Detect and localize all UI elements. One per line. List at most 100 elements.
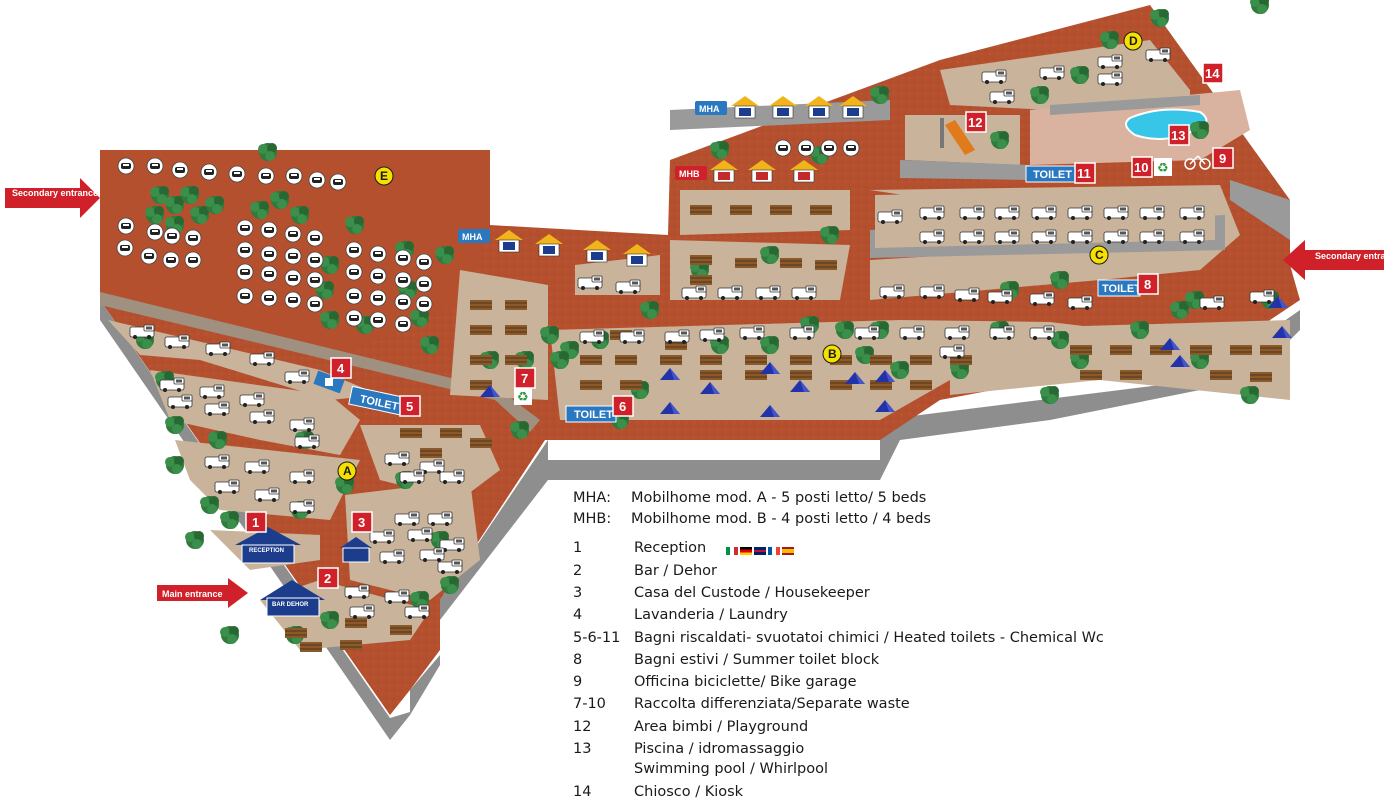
camper-icon bbox=[249, 351, 275, 367]
car-icon bbox=[285, 167, 303, 185]
legend-desc: Reception bbox=[634, 540, 707, 556]
camper-icon bbox=[615, 279, 641, 295]
camper-icon bbox=[254, 487, 280, 503]
bar-dehor-building: BAR DEHOR bbox=[260, 580, 325, 617]
pitch-icon bbox=[869, 354, 893, 366]
camper-icon bbox=[739, 325, 765, 341]
tree-icon bbox=[220, 626, 239, 644]
camper-icon bbox=[244, 459, 270, 475]
pitch-icon bbox=[419, 447, 443, 459]
legend-desc: Raccolta differenziata/Separate waste bbox=[634, 696, 910, 712]
svg-text:TOILET: TOILET bbox=[1102, 283, 1141, 295]
tree-icon bbox=[1250, 0, 1269, 14]
car-icon bbox=[260, 245, 278, 263]
car-icon bbox=[415, 295, 433, 313]
reception-building: RECEPTION bbox=[235, 527, 301, 564]
toilet-label-6: TOILET bbox=[565, 405, 617, 423]
pitch-icon bbox=[909, 379, 933, 391]
camper-icon bbox=[717, 285, 743, 301]
svg-text:♻: ♻ bbox=[1157, 161, 1169, 176]
legend-code: 7-10 bbox=[573, 696, 606, 712]
car-icon bbox=[284, 269, 302, 287]
secondary-entrance-left-arrow: Secondary entrance bbox=[5, 178, 100, 218]
car-icon bbox=[415, 253, 433, 271]
pitch-icon bbox=[744, 354, 768, 366]
zone-c-badge: C bbox=[1089, 245, 1109, 265]
camper-icon bbox=[394, 511, 420, 527]
car-icon bbox=[345, 263, 363, 281]
pitch-icon bbox=[504, 354, 528, 366]
legend-desc: Bagni estivi / Summer toilet block bbox=[634, 652, 880, 668]
car-icon bbox=[184, 229, 202, 247]
car-icon bbox=[284, 247, 302, 265]
pitch-icon bbox=[469, 354, 493, 366]
car-icon bbox=[345, 241, 363, 259]
camper-icon bbox=[204, 454, 230, 470]
pitch-icon bbox=[344, 617, 368, 629]
legend-desc: Casa del Custode / Housekeeper bbox=[634, 585, 870, 601]
legend-code: 2 bbox=[573, 563, 583, 579]
legend-desc: Mobilhome mod. A - 5 posti letto/ 5 beds bbox=[631, 490, 927, 506]
tree-icon bbox=[200, 496, 219, 514]
legend-desc: Area bimbi / Playground bbox=[634, 719, 809, 735]
camper-icon bbox=[1031, 229, 1057, 245]
pitch-icon bbox=[1259, 344, 1283, 356]
camper-icon bbox=[427, 511, 453, 527]
svg-text:Secondary entrance: Secondary entrance bbox=[1315, 251, 1389, 261]
pitch-icon bbox=[1109, 344, 1133, 356]
car-icon bbox=[117, 217, 135, 235]
camper-icon bbox=[939, 344, 965, 360]
camper-icon bbox=[159, 377, 185, 393]
pitch-icon bbox=[1249, 371, 1273, 383]
pitch-icon bbox=[734, 257, 758, 269]
svg-text:C: C bbox=[1095, 248, 1104, 262]
language-flags-icon bbox=[726, 543, 796, 559]
camper-icon bbox=[1067, 295, 1093, 311]
camper-icon bbox=[1103, 229, 1129, 245]
legend-desc: Mobilhome mod. B - 4 posti letto / 4 bed… bbox=[631, 511, 931, 527]
pitch-icon bbox=[729, 204, 753, 216]
marker-13: 13 bbox=[1168, 124, 1190, 146]
pitch-icon bbox=[809, 204, 833, 216]
car-icon bbox=[200, 163, 218, 181]
car-icon bbox=[228, 165, 246, 183]
camper-icon bbox=[437, 559, 463, 575]
pitch-icon bbox=[339, 639, 363, 651]
legend-code: 4 bbox=[573, 607, 583, 623]
camper-icon bbox=[205, 341, 231, 357]
legend-desc: Swimming pool / Whirlpool bbox=[634, 761, 828, 777]
camper-icon bbox=[877, 209, 903, 225]
marker-9: 9 bbox=[1212, 147, 1234, 169]
marker-6: 6 bbox=[612, 395, 634, 417]
car-icon bbox=[369, 311, 387, 329]
flag-icon bbox=[740, 547, 752, 555]
pitch-icon bbox=[1209, 369, 1233, 381]
mha-mid-tag: MHA bbox=[458, 229, 490, 243]
pitch-icon bbox=[689, 204, 713, 216]
pitch-icon bbox=[469, 437, 493, 449]
car-icon bbox=[117, 157, 135, 175]
camper-icon bbox=[944, 325, 970, 341]
camper-icon bbox=[681, 285, 707, 301]
legend-desc: Chiosco / Kiosk bbox=[634, 784, 744, 800]
svg-text:3: 3 bbox=[358, 515, 365, 530]
pitch-icon bbox=[619, 379, 643, 391]
camper-icon bbox=[439, 469, 465, 485]
car-icon bbox=[415, 275, 433, 293]
pitch-icon bbox=[579, 354, 603, 366]
pitch-icon bbox=[699, 369, 723, 381]
car-icon bbox=[284, 291, 302, 309]
car-icon bbox=[345, 287, 363, 305]
camper-icon bbox=[239, 392, 265, 408]
tree-icon bbox=[185, 531, 204, 549]
camper-icon bbox=[344, 584, 370, 600]
pitch-icon bbox=[769, 204, 793, 216]
pitch-icon bbox=[469, 324, 493, 336]
camper-icon bbox=[994, 205, 1020, 221]
svg-text:7: 7 bbox=[521, 371, 528, 386]
legend-desc: Lavanderia / Laundry bbox=[634, 607, 788, 623]
pitch-icon bbox=[299, 641, 323, 653]
pitch-icon bbox=[699, 354, 723, 366]
car-icon bbox=[146, 223, 164, 241]
